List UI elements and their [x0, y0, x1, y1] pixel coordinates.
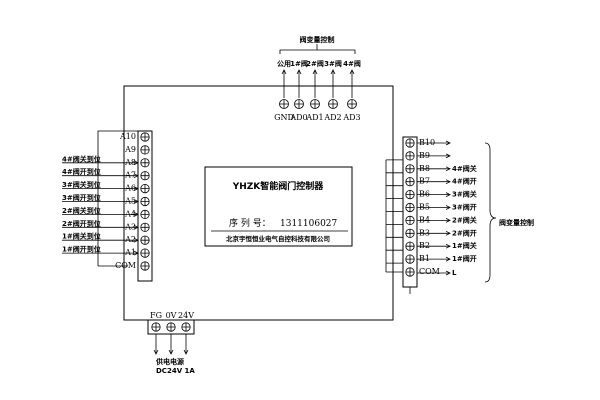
right-output-label: 3#阀关	[452, 190, 477, 199]
terminal-screw	[405, 215, 415, 225]
right-terminal-label: B6	[419, 190, 430, 199]
left-terminal-label: A6	[124, 184, 136, 193]
left-input-label: 1#阀关到位	[62, 232, 101, 241]
terminal-screw	[181, 322, 191, 332]
top-output-label: 2#阀	[306, 59, 324, 68]
top-pin-label: GND	[274, 113, 294, 122]
right-terminal-label: B10	[419, 138, 435, 147]
top-control-group: 阀变量控制 公用 GND 1#阀 AD0 2#阀 AD1 3#阀 AD2 4#阀 AD3	[274, 35, 361, 122]
terminal-screw	[140, 248, 150, 258]
left-terminal-label: A4	[124, 209, 136, 218]
left-terminal-label: A9	[124, 145, 136, 154]
right-output-label: 2#阀开	[452, 228, 477, 237]
company-name: 北京宇恒恒业电气自控科技有限公司	[226, 234, 330, 243]
terminal-screw	[140, 145, 150, 155]
right-terminal-label: B8	[419, 164, 430, 173]
right-terminal-label: B5	[419, 203, 430, 212]
terminal-screw	[140, 261, 150, 271]
top-output-label: 1#阀	[290, 59, 308, 68]
left-terminal-label: A1	[124, 248, 136, 257]
line-L-label: L	[452, 269, 457, 277]
terminal-screw	[405, 151, 415, 161]
terminal-screw	[140, 132, 150, 142]
right-bracket	[484, 142, 497, 283]
right-output-label: 4#阀关	[452, 164, 477, 173]
top-output-label: 3#阀	[324, 59, 342, 68]
left-input-label: 2#阀关到位	[62, 206, 101, 215]
terminal-screw	[140, 171, 150, 181]
right-terminal-label: B2	[419, 241, 430, 250]
right-terminal-label: B9	[419, 151, 430, 160]
terminal-screw	[310, 99, 320, 109]
top-bracket-label: 阀变量控制	[300, 35, 335, 44]
right-terminal-label: B3	[419, 228, 430, 237]
left-terminal-label: A8	[124, 158, 136, 167]
terminal-screw	[405, 190, 415, 200]
terminal-screw	[140, 222, 150, 232]
product-title: YHZK智能阀门控制器	[232, 180, 325, 192]
left-input-label: 3#阀关到位	[62, 180, 101, 189]
right-terminal-label: COM	[419, 267, 440, 276]
left-terminal-label: A5	[124, 197, 136, 206]
left-input-label: 1#阀开到位	[62, 245, 101, 254]
right-terminal-label: B1	[419, 254, 430, 263]
left-input-label: 3#阀开到位	[62, 193, 101, 202]
terminal-screw	[166, 322, 176, 332]
terminal-screw	[405, 228, 415, 238]
right-terminal-label: B7	[419, 177, 430, 186]
power-terminal-label: FG	[150, 311, 162, 320]
top-pin-label: AD3	[342, 113, 360, 122]
top-output-label: 4#阀	[343, 59, 361, 68]
terminal-screw	[294, 99, 304, 109]
terminal-screw	[405, 164, 415, 174]
top-pin-label: AD2	[323, 113, 341, 122]
left-terminal-label: A2	[124, 235, 136, 244]
right-output-label: 3#阀开	[452, 203, 477, 212]
top-pin-label: AD1	[305, 113, 323, 122]
left-input-label: 4#阀关到位	[62, 154, 101, 163]
terminal-screw	[140, 235, 150, 245]
right-output-label: 4#阀开	[452, 177, 477, 186]
terminal-screw	[328, 99, 338, 109]
terminal-screw	[405, 241, 415, 251]
power-label: 供电电源	[155, 357, 184, 366]
left-terminal-label: A3	[124, 222, 136, 231]
terminal-screw	[140, 209, 150, 219]
right-terminal-label: B4	[419, 215, 430, 224]
top-output-label: 公用	[277, 60, 291, 68]
left-terminal-label: A7	[124, 171, 136, 180]
terminal-screw	[405, 267, 415, 277]
serial-value: 1311106027	[280, 219, 338, 229]
terminal-screw	[405, 202, 415, 213]
left-input-label: 2#阀开到位	[62, 219, 101, 228]
top-pin-label: AD0	[289, 113, 307, 122]
terminal-screw	[405, 254, 415, 264]
serial-label: 序 列 号：	[229, 217, 271, 229]
terminal-screw	[347, 99, 357, 109]
nameplate: YHZK智能阀门控制器 序 列 号： 1311106027 北京宇恒恒业电气自控…	[204, 166, 353, 247]
terminal-screw	[151, 322, 161, 332]
power-terminal-label: 24V	[178, 311, 194, 320]
left-terminal-label: A10	[119, 132, 136, 141]
right-bracket-label: 阀变量控制	[499, 218, 534, 227]
terminal-screw	[140, 196, 150, 207]
left-terminal-label: COM	[115, 261, 136, 270]
right-output-label: 1#阀开	[452, 254, 477, 263]
power-spec: DC24V 1A	[156, 367, 195, 375]
terminal-screw	[140, 158, 150, 168]
terminal-screw	[405, 177, 415, 187]
power-terminal-label: 0V	[166, 311, 177, 320]
terminal-screw	[140, 184, 150, 194]
left-input-label: 4#阀开到位	[62, 167, 101, 176]
terminal-screw	[405, 138, 415, 148]
terminal-screw	[279, 99, 289, 109]
right-output-label: 2#阀关	[452, 215, 477, 224]
right-output-label: 1#阀关	[452, 241, 477, 250]
